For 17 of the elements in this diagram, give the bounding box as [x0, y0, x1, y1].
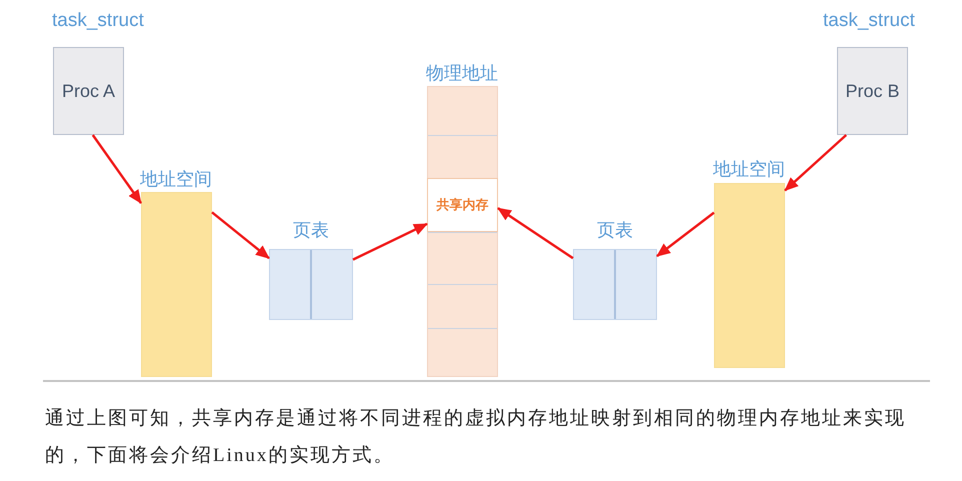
- shared-memory-block: 共享内存: [427, 178, 498, 232]
- arrow: [784, 134, 848, 192]
- arrow: [656, 212, 715, 258]
- address-space-label: 地址空间: [140, 168, 212, 190]
- page-table-label: 页表: [597, 219, 633, 241]
- physical-memory-label: 物理地址: [426, 62, 498, 84]
- arrow: [92, 134, 142, 204]
- caption-text: 通过上图可知，共享内存是通过将不同进程的虚拟内存地址映射到相同的物理内存地址来实现的，下面将会介绍Linux的实现方式。: [45, 407, 907, 468]
- address-space-label: 地址空间: [713, 158, 785, 180]
- arrow: [211, 211, 270, 260]
- page-table-label: 页表: [293, 219, 329, 241]
- arrow: [497, 207, 574, 260]
- struct-name-label: task_struct: [52, 10, 144, 32]
- struct-name-label: task_struct: [823, 10, 915, 32]
- process-box: Proc A: [53, 47, 124, 135]
- arrow: [352, 222, 428, 261]
- process-box: Proc B: [837, 47, 908, 135]
